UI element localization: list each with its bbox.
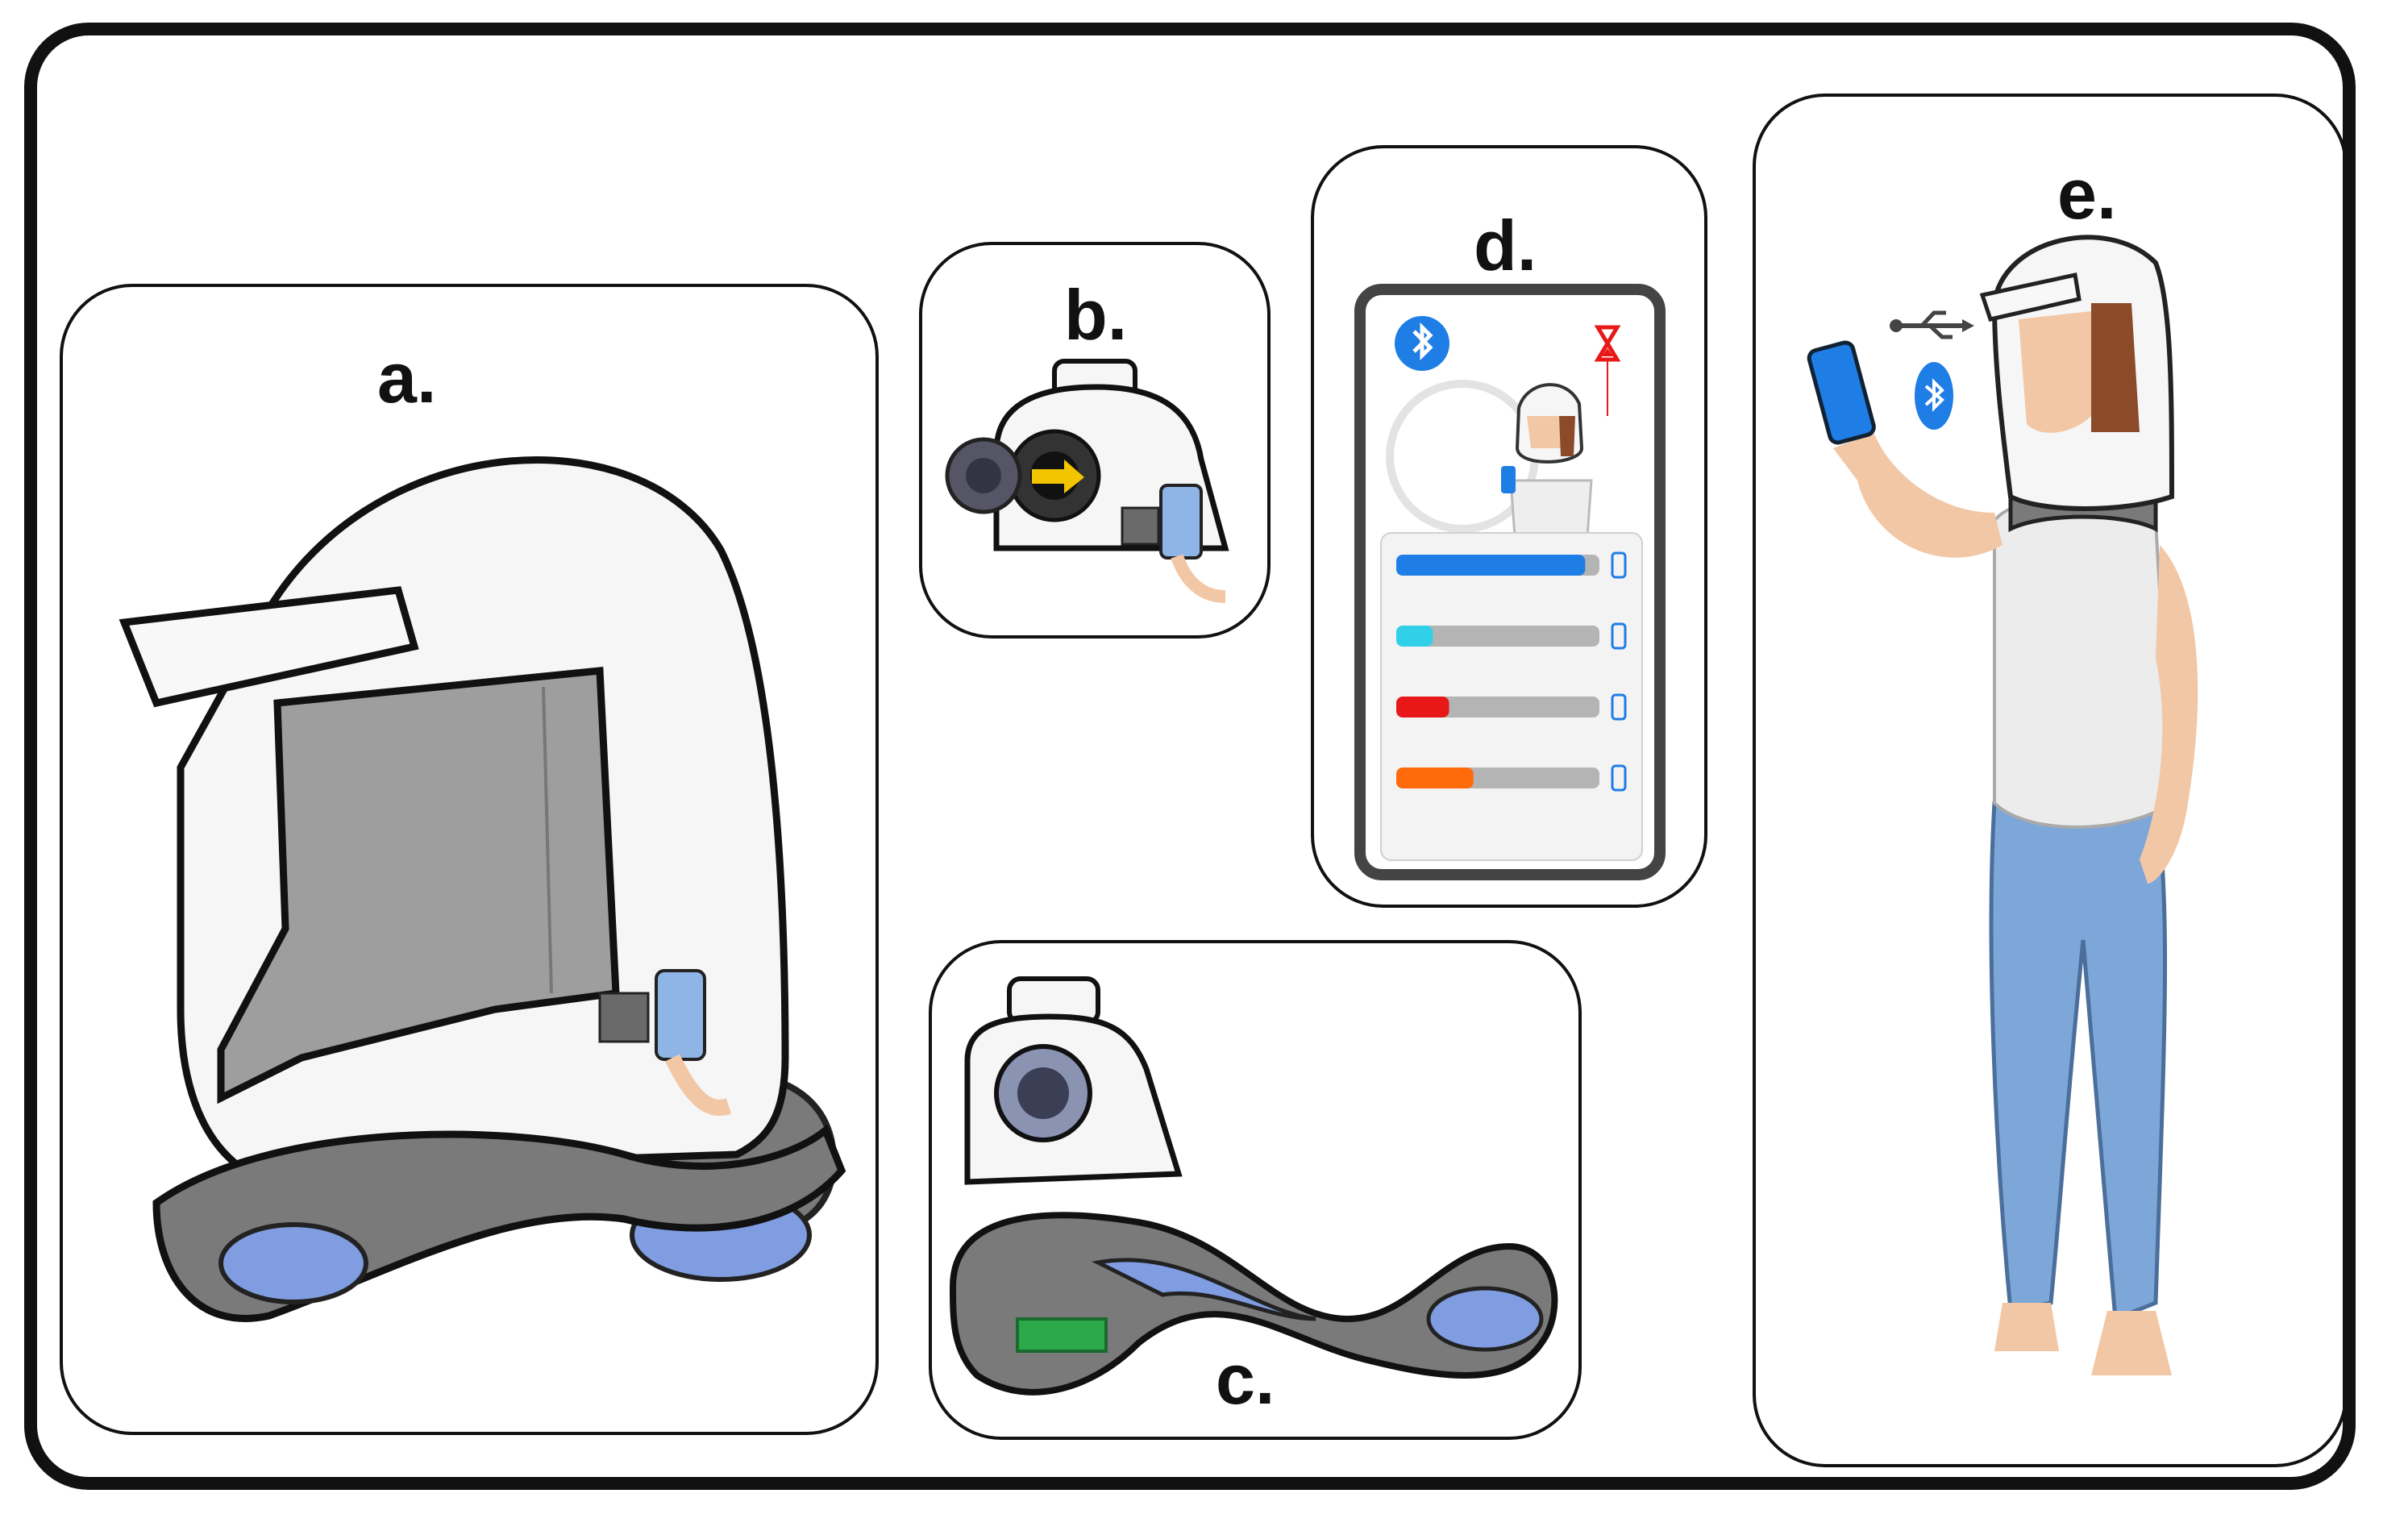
wearer-illustration — [1807, 235, 2198, 1375]
status-bars — [1396, 551, 1627, 792]
usb-icon — [1890, 310, 1974, 339]
panel-b-label: b. — [1064, 275, 1128, 355]
helmet-illustration — [119, 456, 846, 1322]
panel-d-label: d. — [1474, 206, 1537, 285]
panel-c — [929, 940, 1582, 1440]
panel-b — [919, 242, 1271, 639]
bluetooth-icon — [1915, 362, 1953, 430]
filter-bar-fill — [1396, 697, 1449, 718]
battery-bar-fill — [1396, 555, 1586, 576]
co2-bar-track — [1396, 626, 1599, 647]
panel-a-label: a. — [377, 338, 437, 418]
panel-c-label: c. — [1216, 1339, 1275, 1419]
co2-icon — [1611, 622, 1627, 650]
panel-e-label: e. — [2057, 154, 2117, 234]
panel-a — [60, 284, 879, 1435]
panel-d — [1311, 145, 1707, 908]
fan-module-illustration — [945, 359, 1229, 603]
user-bar-fill — [1396, 768, 1474, 788]
hourglass-icon — [1594, 325, 1621, 362]
filter-icon — [1611, 693, 1627, 721]
co2-bar-fill — [1396, 626, 1433, 647]
panel-e — [1753, 94, 2348, 1467]
band-illustration — [949, 976, 1558, 1396]
battery-icon — [1611, 551, 1627, 579]
bluetooth-icon[interactable] — [1395, 316, 1449, 371]
user-icon — [1611, 764, 1627, 792]
app-header-illustration — [1386, 316, 1621, 539]
